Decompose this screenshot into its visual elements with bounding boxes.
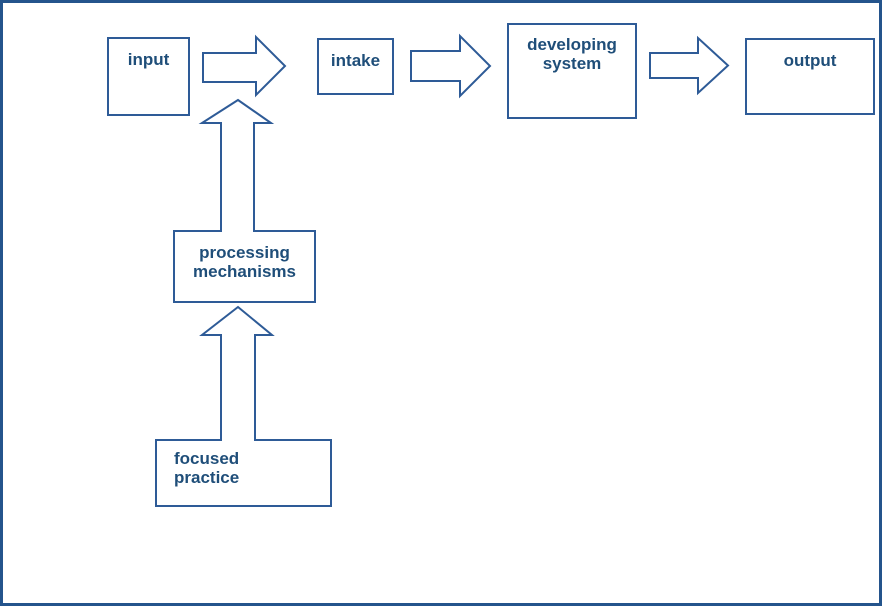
box-input-label: input [127,50,170,69]
arrow-right-intake-to-developing-system-icon [410,33,492,99]
box-focused-practice-label: focused practice [174,449,240,488]
box-input: input [107,37,190,116]
box-developing-system: developing system [507,23,637,119]
arrow-up-focused-to-processing-icon [199,305,275,441]
box-intake: intake [317,38,394,95]
box-developing-system-label: developing system [527,35,617,74]
box-processing-mechanisms: processing mechanisms [173,230,316,303]
box-focused-practice: focused practice [155,439,332,507]
arrow-up-processing-to-flow-icon [198,98,275,232]
box-intake-label: intake [330,51,381,70]
arrow-right-input-to-intake-icon [202,34,287,98]
box-processing-mechanisms-label: processing mechanisms [193,243,296,282]
arrow-right-developing-system-to-output-icon [649,35,730,96]
box-output: output [745,38,875,115]
box-output-label: output [783,51,837,70]
